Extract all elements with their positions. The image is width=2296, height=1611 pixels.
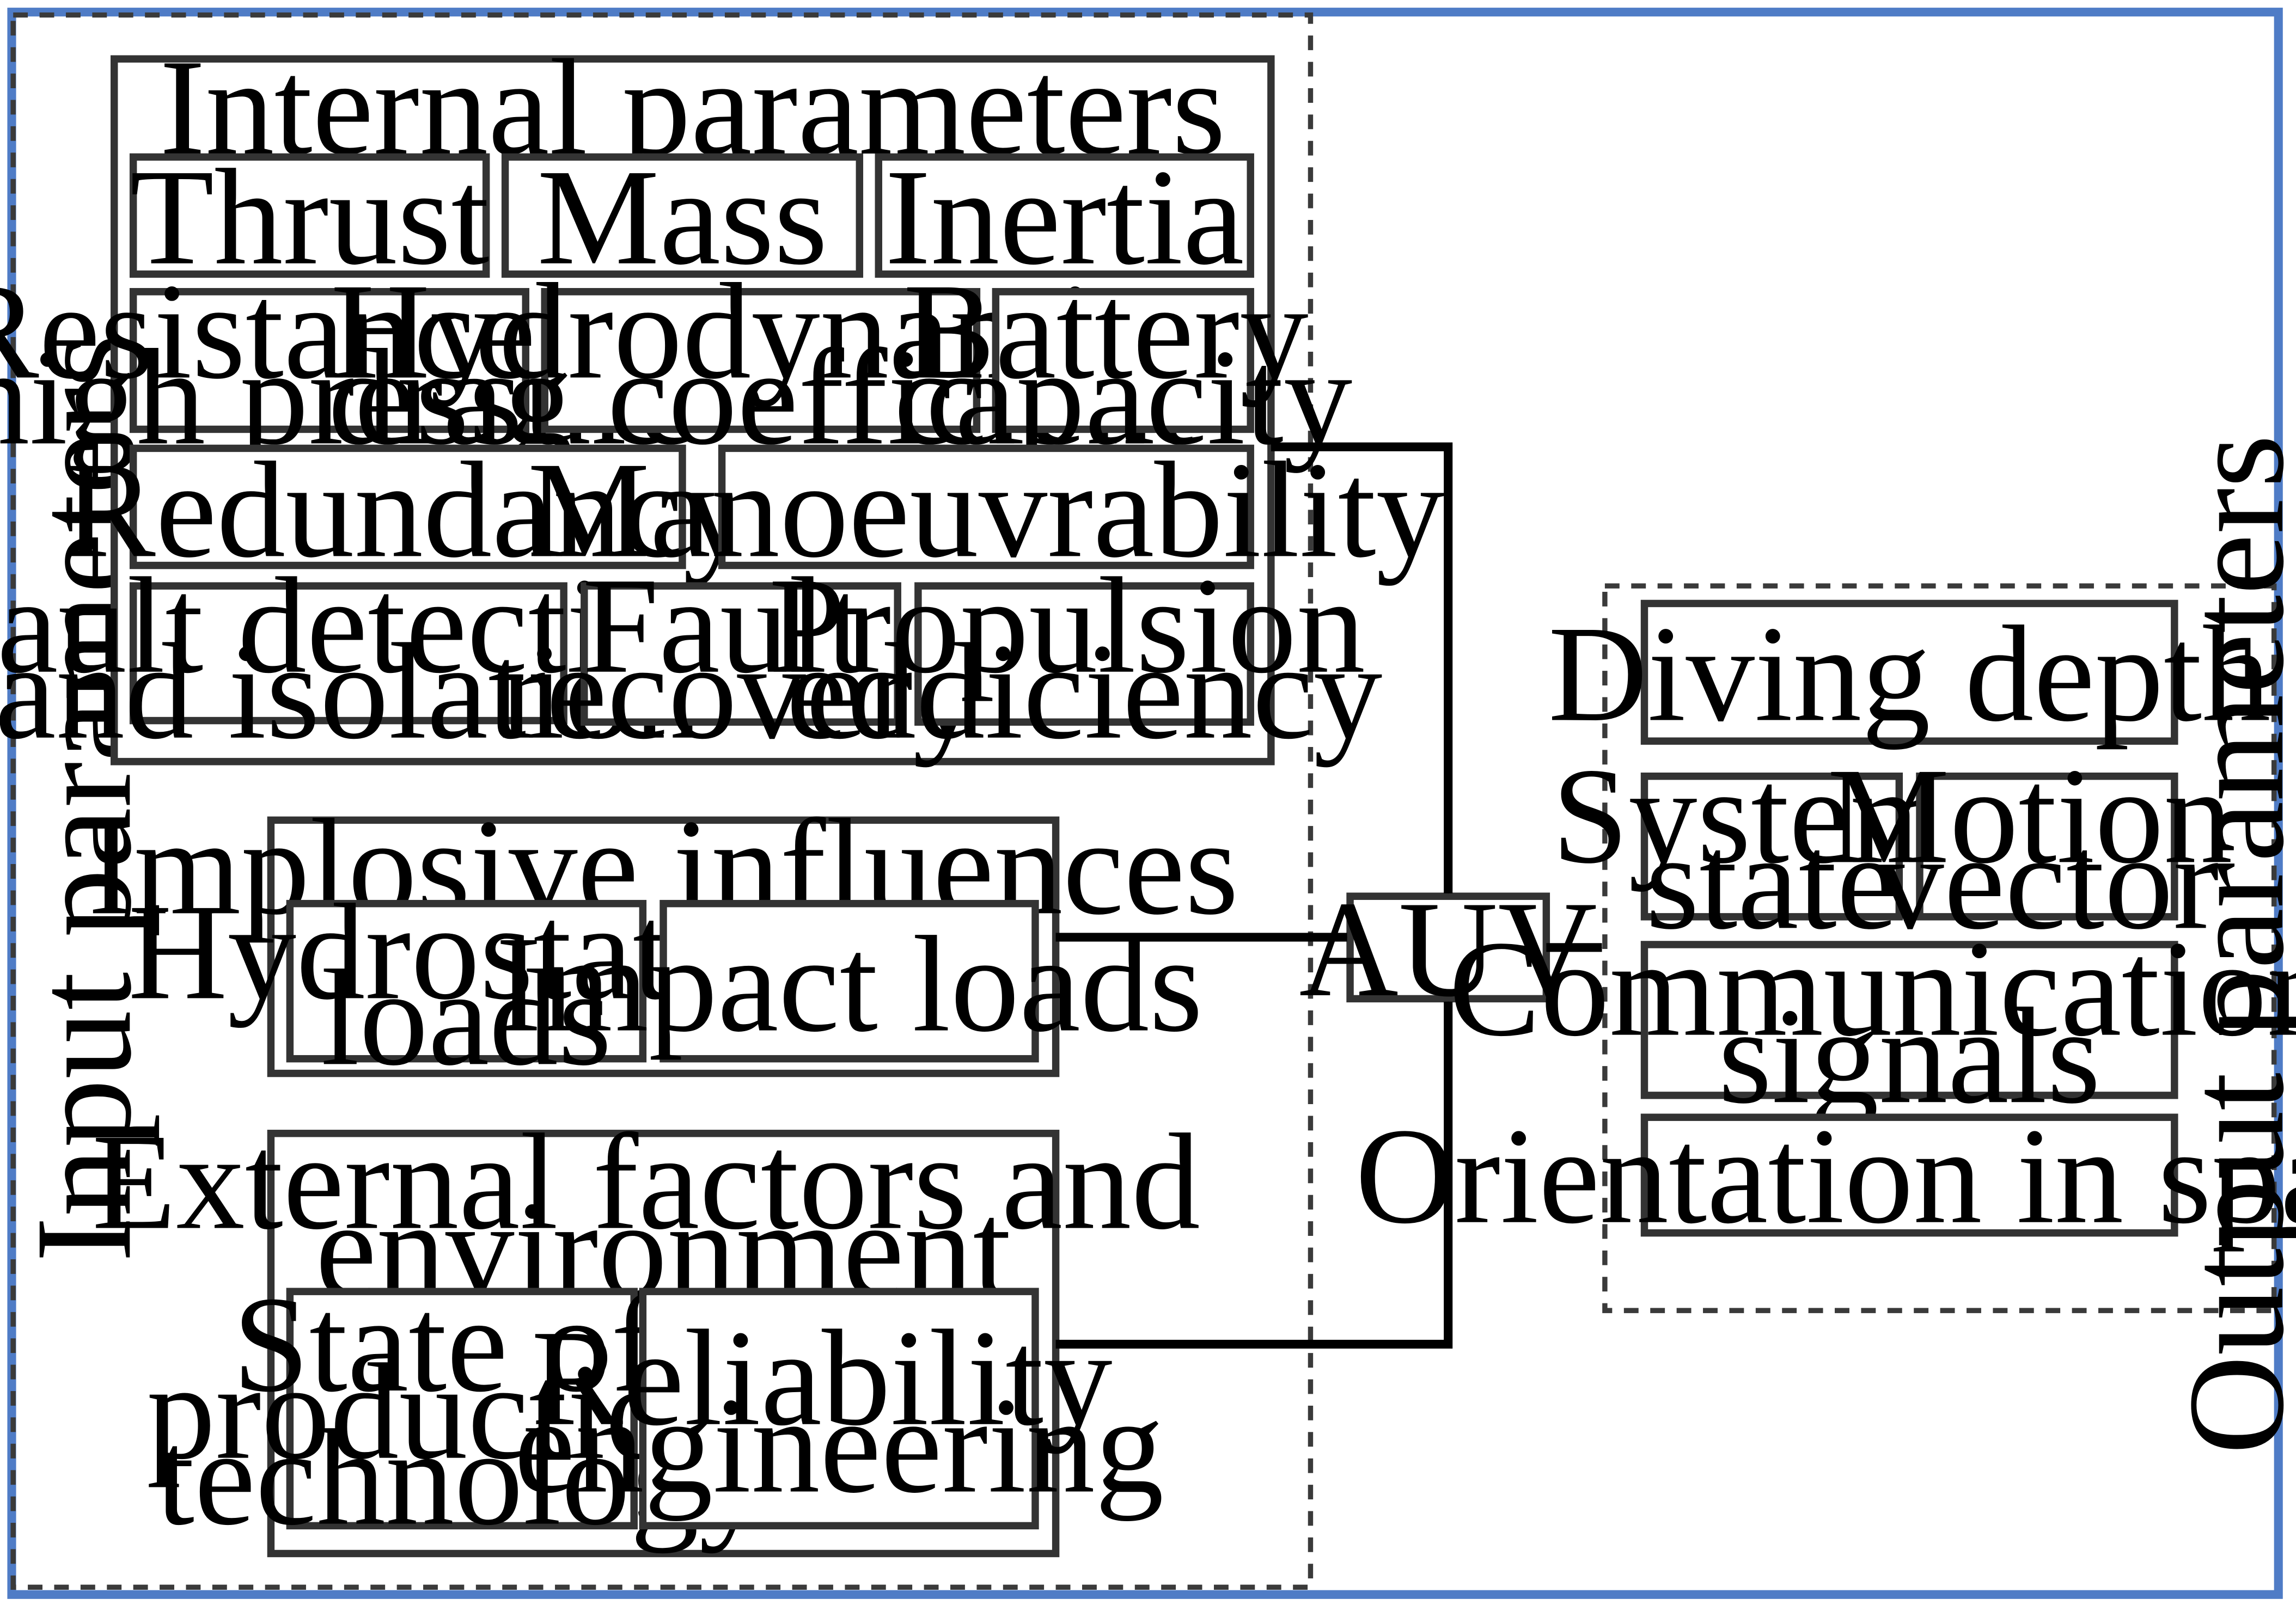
param-battery-capacity: Battery capacity [894,255,1352,473]
param-manoeuvrability: Manoeuvrability [528,433,1445,586]
input-impact-loads: Impact loads [496,899,1203,1063]
param-inertia-label: Inertia [885,141,1244,293]
input-production-line-1: State of [233,1268,657,1420]
param-mass-line-1: Mass [537,141,828,293]
param-fault-recovery-line-1: Fault [582,549,865,702]
output-orientation-in-space: Orientation in space [1355,1100,2296,1252]
param-mass: Mass [501,141,864,293]
param-redundancy-line-1: Redundancy [64,433,752,586]
input-impact-line-1: Impact loads [496,908,1202,1061]
param-thrust-line-1: Thrust [130,141,490,293]
param-fault-recovery: Fault recovery [500,549,982,768]
output-communication-label: Communication signals [1449,912,2296,1132]
output-parameters-region [1602,583,2277,1313]
param-propulsion-line-1: Propulsion [769,549,1365,702]
arrow-internal-to-auv [1271,442,1453,894]
output-system-state-label: System state [1552,739,1992,958]
param-manoeuvrability-line-1: Manoeuvrability [528,433,1445,586]
implosive-influences-group: Implosive influences Hydrostatic loads I… [88,791,1239,1094]
output-system-state-line-1: System [1552,739,1957,892]
output-system-state-line-2: state [1646,805,1898,958]
output-motion-vector-line-2: vector [1875,805,2219,958]
input-reliability-line-2: engineering [514,1369,1164,1521]
output-system-state: System state [1552,739,1992,958]
param-thrust: Thrust [129,141,490,293]
param-battery-line-1: Battery [903,255,1309,407]
input-reliability-engineering: Reliability engineering [514,1288,1164,1530]
param-fault-recovery-label: Fault recovery [500,549,982,768]
output-orientation-line-1: Orientation in space [1355,1100,2296,1252]
output-orientation-label: Orientation in space [1355,1100,2296,1252]
param-propulsion-line-2: eddiciency [786,615,1383,768]
external-factors-title-line-1: External factors and [92,1106,1200,1258]
param-thrust-label: Thrust [130,141,490,293]
output-motion-vector-line-1: Motion [1827,739,2232,892]
output-motion-vector-label: Motion vector [1827,739,2267,958]
input-reliability-line-1: Reliability [532,1302,1113,1454]
param-mass-label: Mass [537,141,828,293]
param-redundancy-label: Redundancy [64,433,752,586]
output-parameters-label: Output parameters [2160,434,2296,1455]
output-diving-depth-line-1: Diving depth [1548,598,2271,750]
param-inertia-line-1: Inertia [885,141,1244,293]
param-fault-recovery-line-2: recovery [500,615,982,768]
input-state-of-production-technology: State of production technology [146,1268,768,1554]
output-communication-signals: Communication signals [1449,912,2296,1132]
input-reliability-label: Reliability engineering [514,1302,1164,1522]
input-impact-label: Impact loads [496,908,1202,1061]
auv-node: AUV [1299,873,1597,1025]
input-hydrostatic-line-2: loads [321,941,612,1094]
internal-parameters-group: Internal parameters Thrust Mass Inertia … [0,31,1445,768]
param-manoeuvrability-label: Manoeuvrability [528,433,1445,586]
input-parameters-region [10,12,1314,1590]
output-diving-depth: Diving depth [1548,598,2271,750]
output-communication-line-2: signals [1718,979,2100,1132]
arrow-external-to-auv [1055,1001,1453,1349]
param-redundancy: Redundancy [64,433,752,586]
outer-frame [7,8,2283,1599]
output-communication-line-1: Communication [1449,912,2296,1065]
param-inertia: Inertia [875,141,1254,293]
param-propulsion: Propulsion eddiciency [769,549,1400,768]
output-motion-vector: Motion vector [1827,739,2267,958]
output-diving-depth-label: Diving depth [1548,598,2271,750]
external-factors-group: External factors and environment State o… [92,1106,1200,1558]
param-propulsion-label: Propulsion eddiciency [769,549,1400,768]
